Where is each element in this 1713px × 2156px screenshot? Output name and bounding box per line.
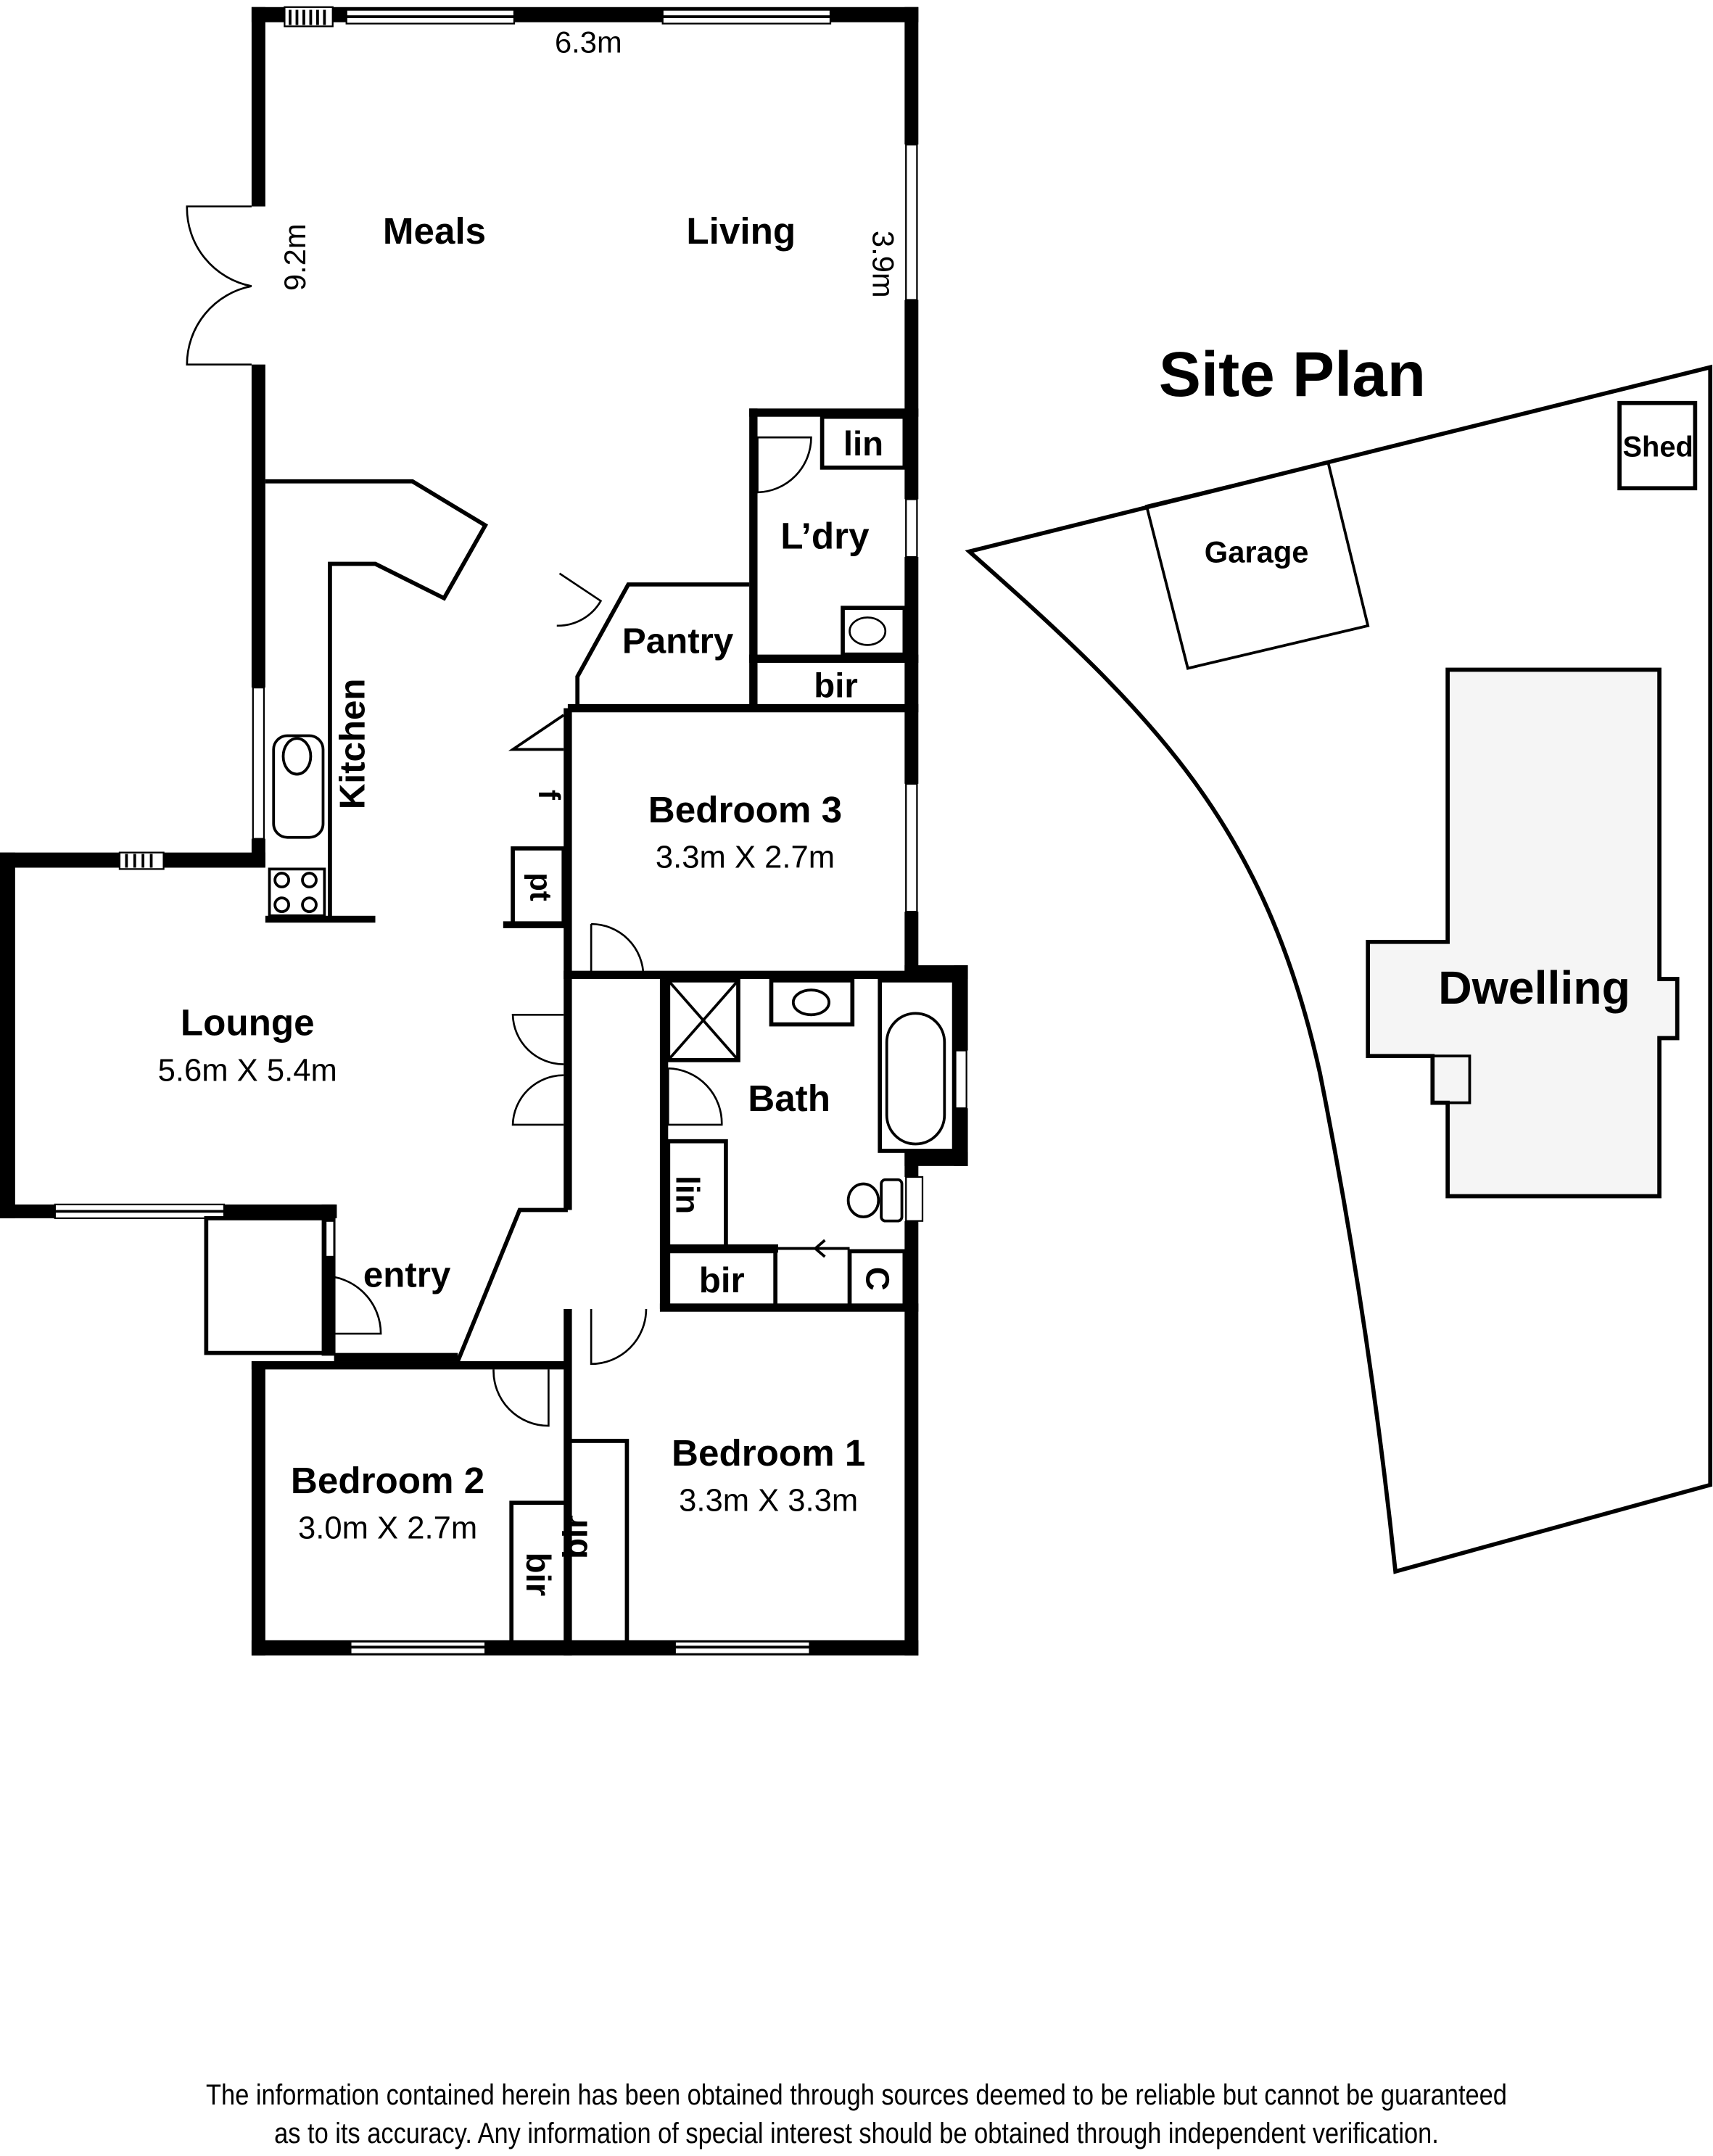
property-boundary (965, 364, 1713, 1574)
size-bedroom1: 3.3m X 3.3m (679, 1484, 858, 1519)
label-meals: Meals (383, 210, 486, 252)
site-plan-title: Site Plan (1159, 339, 1426, 410)
label-fridge: f (532, 790, 566, 800)
floor-plan: 6.3m 9.2m 3.9m Meals Living lin L’dry Pa… (0, 6, 968, 1656)
doors (186, 205, 812, 1427)
windows (54, 6, 967, 1655)
dwelling-outline (1366, 667, 1680, 1199)
disclaimer-line-1: The information contained herein has bee… (206, 2079, 1507, 2111)
label-dwelling: Dwelling (1438, 962, 1630, 1014)
label-shed: Shed (1623, 431, 1693, 463)
garage-outline (1144, 460, 1370, 670)
label-garage: Garage (1205, 535, 1309, 569)
label-linen-laundry: lin (843, 425, 883, 463)
label-cupboard: C (859, 1267, 896, 1291)
label-pantry-cupboard: pt (524, 872, 558, 901)
exterior-walls (0, 7, 968, 1656)
label-bedroom2: Bedroom 2 (291, 1460, 484, 1501)
size-lounge: 5.6m X 5.4m (158, 1053, 337, 1088)
label-bedroom3: Bedroom 3 (648, 789, 842, 830)
label-bedroom1: Bedroom 1 (672, 1432, 865, 1474)
label-bath: Bath (748, 1078, 830, 1119)
label-kitchen: Kitchen (332, 679, 372, 810)
site-plan: Site Plan Garage Shed Dwelling (965, 339, 1713, 1574)
label-bir-laundry: bir (814, 666, 858, 705)
dimension-living: 3.9m (867, 231, 901, 298)
label-bir-bed1: bir (556, 1515, 595, 1559)
label-bir-hall: bir (699, 1260, 745, 1300)
dwelling-porch (1431, 1054, 1471, 1104)
dimension-width: 6.3m (555, 25, 622, 59)
label-living: Living (686, 210, 796, 252)
label-laundry: L’dry (780, 516, 870, 557)
label-bir-bed2: bir (519, 1553, 557, 1597)
dimension-height: 9.2m (278, 223, 312, 291)
label-entry: entry (363, 1255, 451, 1295)
label-linen-bath: lin (669, 1176, 706, 1214)
shed-outline (1617, 400, 1698, 491)
disclaimer-line-2: as to its accuracy. Any information of s… (274, 2118, 1439, 2149)
label-pantry: Pantry (622, 621, 734, 661)
room-labels: 6.3m 9.2m 3.9m Meals Living lin L’dry Pa… (158, 25, 901, 1596)
size-bedroom3: 3.3m X 2.7m (656, 840, 835, 875)
interior-walls (204, 408, 957, 1656)
size-bedroom2: 3.0m X 2.7m (298, 1511, 477, 1546)
label-lounge: Lounge (181, 1002, 315, 1044)
